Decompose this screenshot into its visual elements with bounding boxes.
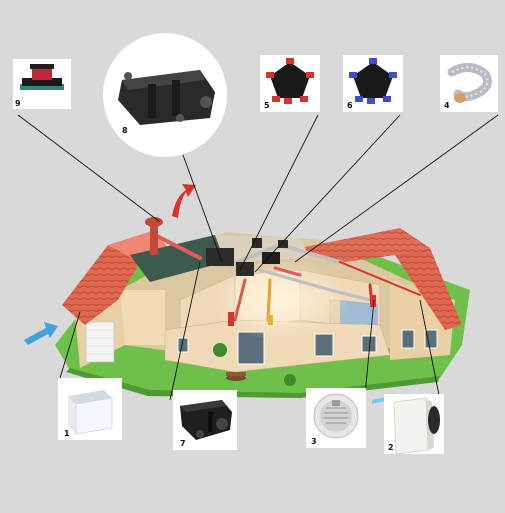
callout-5: 5 <box>260 55 320 112</box>
callout-6-number: 6 <box>347 101 353 110</box>
heat-recovery-unit-icon <box>118 70 215 125</box>
duct-network <box>153 233 421 322</box>
callout-8-number: 8 <box>122 126 128 135</box>
roof-outlet <box>145 217 163 255</box>
interior-light <box>210 260 350 340</box>
air-inlet-box-icon <box>68 390 113 435</box>
supply-arrow <box>24 322 58 345</box>
roof-outlet-icon <box>20 64 64 90</box>
callout-3: 3 <box>306 388 366 448</box>
red-distribution-box-icon <box>266 58 314 104</box>
roof-left <box>62 245 140 325</box>
callout-6: 6 <box>343 55 403 112</box>
blue-distribution-box-icon <box>349 58 397 104</box>
wall-vent-panel-icon <box>393 397 440 455</box>
callout-3-number: 3 <box>311 437 317 446</box>
attic-insulation <box>130 235 225 282</box>
garage-door <box>85 321 115 363</box>
roof-back <box>290 228 430 262</box>
round-extract-grille-icon <box>313 393 359 439</box>
garden <box>213 343 296 386</box>
callout-1: 1 <box>58 378 122 440</box>
extract-vents <box>228 295 376 326</box>
callout-9-number: 9 <box>15 99 21 108</box>
callout-1-number: 1 <box>64 429 70 438</box>
exhaust-arrow <box>172 184 196 218</box>
callout-9: 9 <box>13 59 71 109</box>
callout-4-number: 4 <box>444 101 450 110</box>
callout-4: 4 <box>440 55 498 112</box>
right-wing-windows <box>401 329 438 349</box>
callout-7: 7 <box>173 390 237 450</box>
callout-5-number: 5 <box>264 101 270 110</box>
callout-7-number: 7 <box>180 439 186 448</box>
callout-2: 2 <box>384 394 444 455</box>
callout-2-number: 2 <box>388 443 394 452</box>
extract-fan-unit-icon <box>180 400 232 440</box>
flexible-duct-icon <box>447 63 493 103</box>
roof-right <box>395 248 462 330</box>
windows <box>177 331 377 365</box>
leader-lines <box>17 114 499 401</box>
callout-8: 8 <box>103 33 227 157</box>
